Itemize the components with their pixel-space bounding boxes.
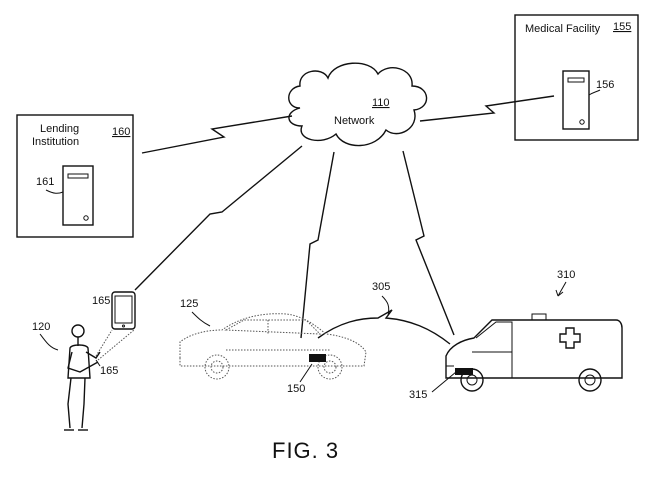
lending-institution-box bbox=[16, 114, 134, 238]
ambulance-device-ref-leader bbox=[431, 371, 457, 393]
ambulance-ref-leader bbox=[557, 281, 567, 297]
hand-ref-leader bbox=[95, 359, 101, 367]
car-device-ref: 150 bbox=[287, 383, 305, 395]
lending-institution-label-line1: Lending bbox=[40, 123, 79, 135]
medical-facility-label: Medical Facility bbox=[525, 23, 601, 35]
figure-caption: FIG. 3 bbox=[272, 438, 339, 463]
medical-server-ref: 156 bbox=[596, 79, 614, 91]
car-device-ref-leader bbox=[299, 363, 313, 383]
ambulance-ref: 310 bbox=[557, 269, 575, 281]
lending-server-ref: 161 bbox=[36, 176, 54, 188]
person-ref: 120 bbox=[32, 321, 50, 333]
lending-server-icon bbox=[45, 165, 94, 226]
network-label: Network bbox=[334, 115, 375, 127]
link-ref: 305 bbox=[372, 281, 390, 293]
wireless-links bbox=[134, 95, 555, 345]
medical-server-icon bbox=[562, 70, 601, 130]
ambulance-device-ref: 315 bbox=[409, 389, 427, 401]
car-ref: 125 bbox=[180, 298, 198, 310]
phone-ref: 165 bbox=[92, 295, 110, 307]
ambulance-device bbox=[455, 368, 473, 375]
car-ref-leader bbox=[191, 311, 211, 327]
phone-icon bbox=[111, 291, 136, 330]
network-ref: 110 bbox=[372, 97, 390, 109]
car-drawing bbox=[179, 313, 367, 380]
medical-facility-ref: 155 bbox=[613, 21, 631, 33]
link-ref-leader bbox=[381, 295, 390, 317]
ambulance-drawing bbox=[445, 313, 623, 392]
ambulance-ref-arrowhead bbox=[555, 289, 564, 297]
lending-institution-label-line2: Institution bbox=[32, 136, 79, 148]
person-ref-leader bbox=[39, 333, 59, 351]
hand-ref: 165 bbox=[100, 365, 118, 377]
lending-institution-ref: 160 bbox=[112, 126, 130, 138]
medical-facility-box bbox=[514, 14, 639, 141]
person-figure bbox=[64, 324, 135, 431]
car-device bbox=[309, 354, 326, 362]
network-cloud bbox=[288, 62, 428, 147]
